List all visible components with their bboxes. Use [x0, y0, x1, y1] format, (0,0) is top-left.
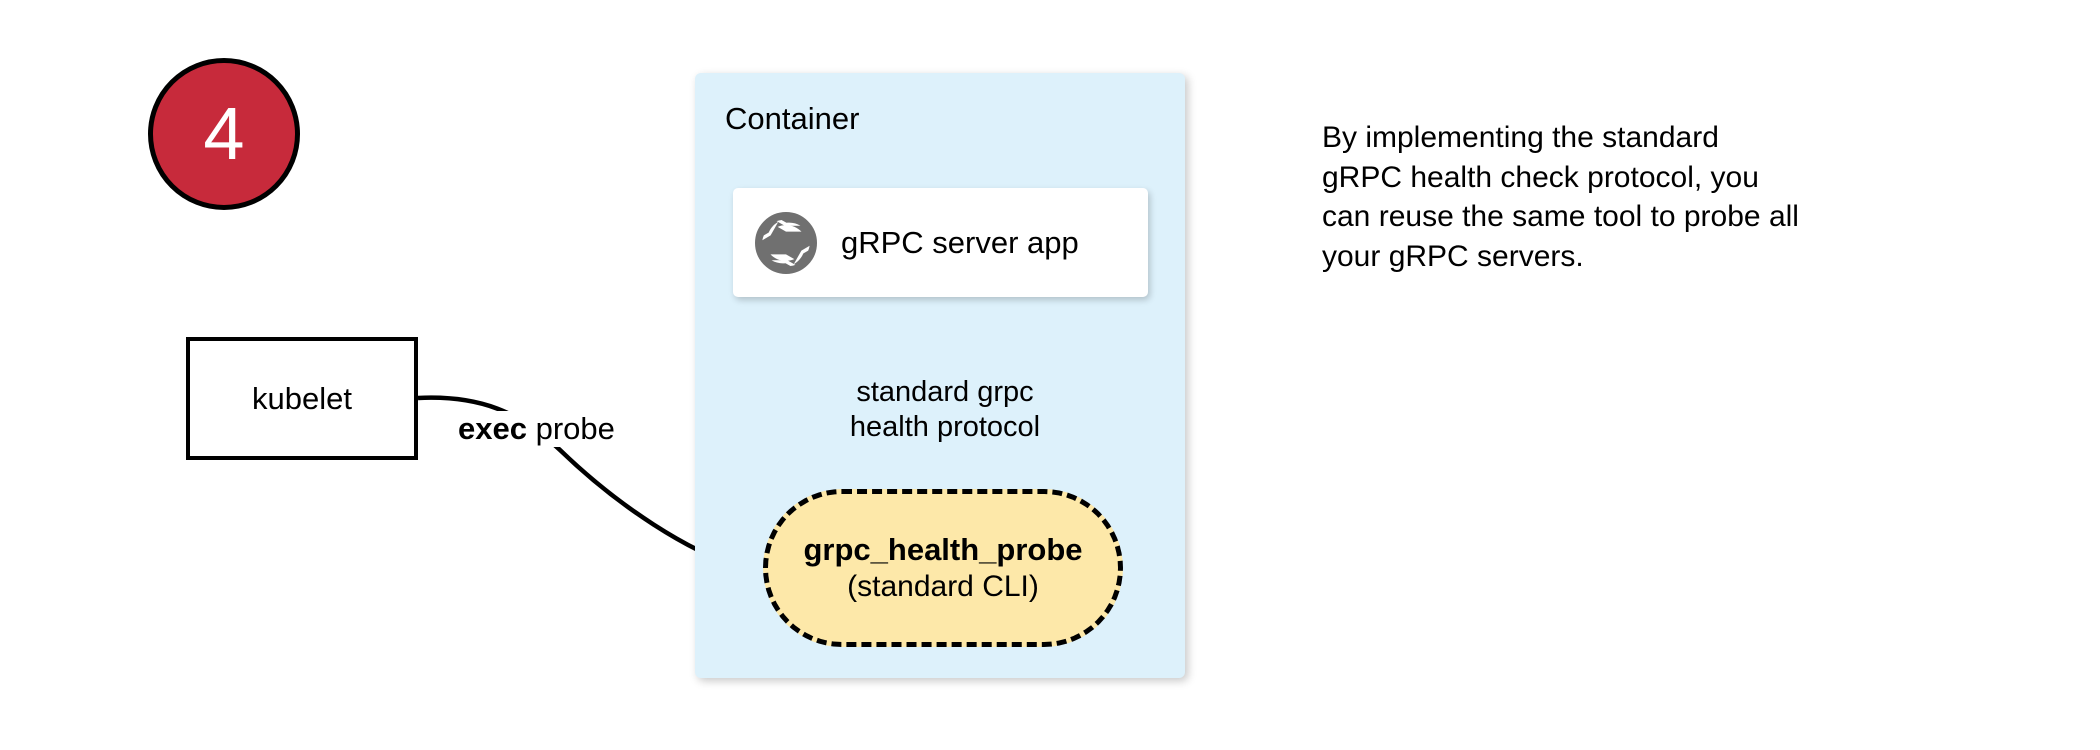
- caption-text: By implementing the standard gRPC health…: [1322, 118, 1922, 276]
- probe-text-group: grpc_health_probe (standard CLI): [763, 489, 1123, 647]
- caption-line-3: can reuse the same tool to probe all: [1322, 200, 1799, 234]
- exec-probe-bold-text: exec: [458, 411, 527, 446]
- container-title: Container: [725, 101, 860, 136]
- probe-name-label: grpc_health_probe: [803, 532, 1083, 568]
- grpc-server-app-node: gRPC server app: [733, 188, 1148, 297]
- aperture-icon: [755, 211, 817, 274]
- health-protocol-edge-label: standard grpc health protocol: [812, 375, 1078, 446]
- caption-line-2: gRPC health check protocol, you: [1322, 160, 1759, 194]
- exec-probe-edge-label: exec probe: [455, 411, 618, 447]
- grpc-server-app-label: gRPC server app: [841, 224, 1079, 260]
- probe-subtitle-label: (standard CLI): [847, 569, 1039, 603]
- grpc-health-probe-node: grpc_health_probe (standard CLI): [763, 489, 1123, 647]
- caption-line-1: By implementing the standard: [1322, 121, 1719, 154]
- step-number-badge: 4: [148, 58, 300, 210]
- kubelet-node: kubelet: [186, 337, 418, 460]
- health-protocol-line-1: standard grpc: [856, 376, 1034, 408]
- kubelet-label: kubelet: [252, 380, 352, 416]
- exec-probe-rest-text: probe: [526, 411, 615, 446]
- caption-line-4: your gRPC servers.: [1322, 239, 1584, 273]
- probe-shape-outline: [763, 489, 1123, 647]
- health-protocol-line-2: health protocol: [849, 411, 1041, 444]
- step-number-text: 4: [203, 92, 245, 175]
